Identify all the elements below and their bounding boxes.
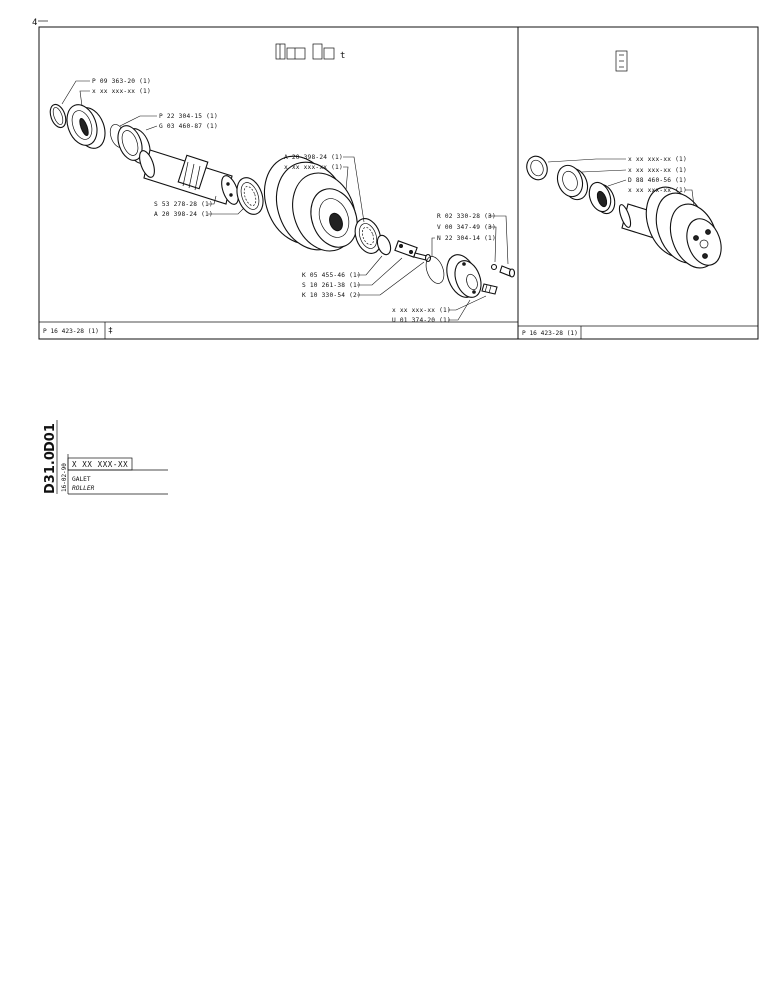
callout-label: N 22 304-14 (1) (437, 235, 496, 242)
left-frame-suffix: ‡ (108, 326, 113, 335)
callout-label: A 20 398-24 (1) (284, 154, 343, 161)
right-seal-ring-part (526, 155, 548, 181)
callout-label: x xx xxx-xx (1) (628, 156, 687, 163)
callout-label: G 03 460-87 (1) (159, 123, 218, 130)
left-frame-code: P 16 423-28 (1) (43, 328, 99, 335)
right-bearing-part (354, 218, 382, 254)
corner-mark: 4 (32, 18, 37, 28)
callout-label: x xx xxx-xx (1) (628, 187, 687, 194)
right-panel: P 16 423-28 (1) (517, 26, 759, 340)
callout-label: x xx xxx-xx (1) (92, 88, 151, 95)
shaft-part (139, 149, 239, 205)
lock-plate-part (394, 240, 432, 263)
callout-label: K 05 455-46 (1) (302, 272, 361, 279)
callout-label: D 88 460-56 (1) (628, 177, 687, 184)
right-seal-housing-part (556, 164, 589, 201)
right-roller-assembly-part (618, 186, 722, 269)
callout-label: A 20 398-24 (1) (154, 211, 213, 218)
left-bearing-part (236, 177, 264, 215)
right-frame-code: P 16 423-28 (1) (522, 330, 578, 337)
seal-housing-part (66, 104, 106, 149)
part-name-fr: GALET (72, 476, 91, 483)
callout-label: P 22 304-15 (1) (159, 113, 218, 120)
left-panel-title-glyph: t (275, 43, 345, 61)
date-stamp: 16-02-90 (61, 463, 68, 492)
callout-label: S 53 278-28 (1) (154, 201, 213, 208)
title-block: D01 D31.0 16-02-90 X XX XXX-XX GALET ROL… (43, 420, 168, 495)
end-cover-part (446, 254, 482, 298)
cover-o-ring-part (425, 256, 445, 284)
callout-label: S 10 261-38 (1) (302, 282, 361, 289)
page-code: D31.0 (43, 451, 58, 494)
group-code: D01 (43, 423, 58, 452)
part-name-en: ROLLER (72, 485, 95, 492)
snap-ring-part (49, 103, 67, 129)
svg-text:t: t (340, 51, 345, 61)
roller-body-part (263, 155, 358, 252)
callout-label: R 02 330-28 (3) (437, 213, 496, 220)
callout-label: x xx xxx-xx (1) (392, 307, 451, 314)
cover-bolt-part (490, 263, 516, 278)
callout-label: U 01 374-20 (1) (392, 317, 451, 324)
callout-label: P 09 363-20 (1) (92, 78, 151, 85)
callout-label: x xx xxx-xx (1) (284, 164, 343, 171)
right-panel-title-glyph (615, 50, 628, 72)
callout-label: V 00 347-49 (3) (437, 224, 496, 231)
washer-part (376, 234, 392, 256)
grease-plug-part (481, 283, 498, 295)
left-panel: P 16 423-28 (1) ‡ t (38, 26, 519, 340)
right-ring-part (588, 181, 616, 215)
callout-label: x xx xxx-xx (1) (628, 167, 687, 174)
callout-label: K 10 330-54 (2) (302, 292, 361, 299)
part-number: X XX XXX-XX (72, 460, 128, 469)
